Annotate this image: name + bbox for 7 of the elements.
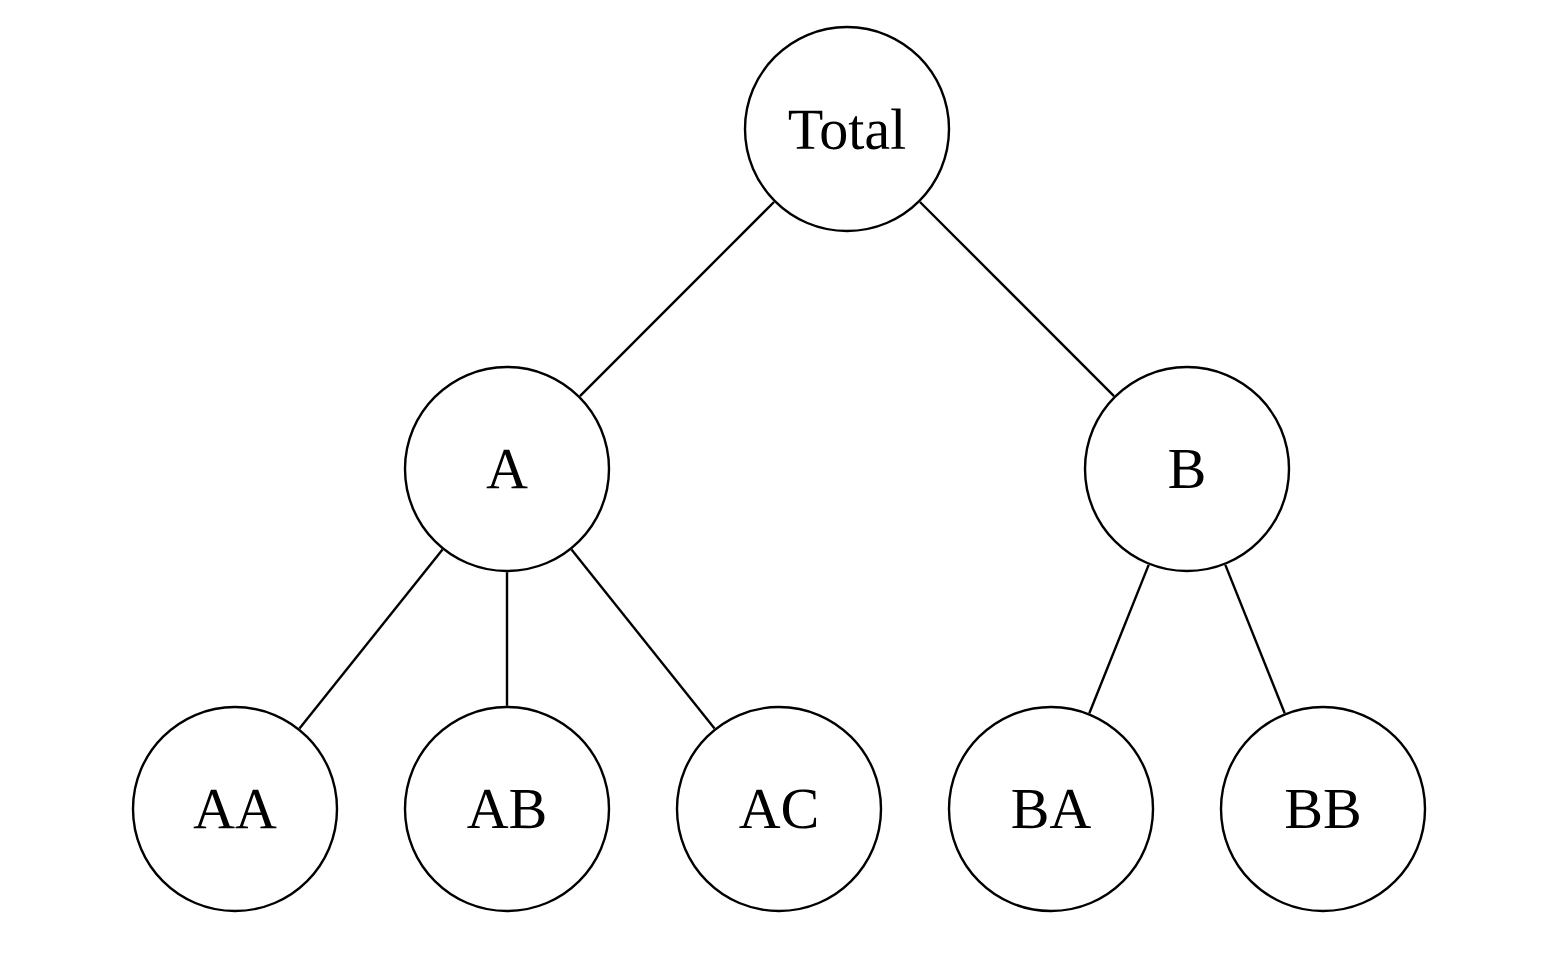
tree-edge	[298, 548, 444, 730]
tree-edge	[579, 201, 775, 397]
tree-edge	[1088, 564, 1150, 714]
tree-edge	[919, 201, 1115, 397]
tree-edge	[570, 548, 716, 730]
tree-edge	[505, 572, 509, 706]
tree-edge	[1224, 564, 1286, 714]
